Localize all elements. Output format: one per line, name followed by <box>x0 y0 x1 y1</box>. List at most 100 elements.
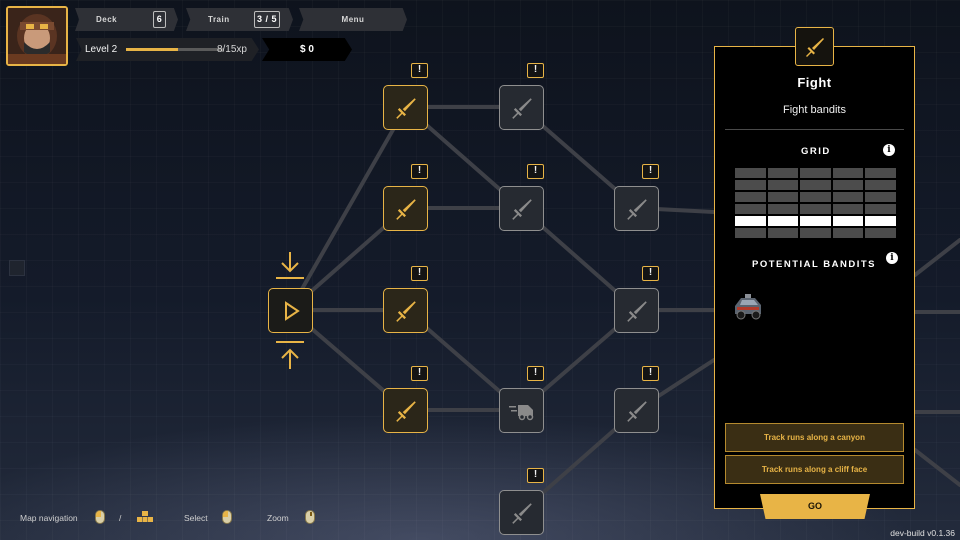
grid-cell <box>832 168 864 178</box>
event-badge: ! <box>411 366 428 381</box>
grid-cell <box>832 216 864 226</box>
level-label: Level 2 <box>85 44 118 55</box>
grid-cell <box>865 192 896 202</box>
grid-preview <box>735 168 896 240</box>
menu-label: Menu <box>341 15 365 24</box>
event-badge: ! <box>642 164 659 179</box>
grid-cell <box>767 228 799 238</box>
grid-cell <box>865 168 896 178</box>
panel-subtitle: Fight bandits <box>783 104 846 116</box>
map-node-c2r1[interactable] <box>499 85 544 130</box>
hint-separator: / <box>119 513 122 523</box>
grid-cell <box>800 216 831 226</box>
grid-row <box>735 228 896 238</box>
map-node-c3r4[interactable] <box>614 388 659 433</box>
sword-icon <box>626 300 647 322</box>
grid-row <box>735 192 896 202</box>
grid-cell <box>800 204 831 214</box>
grid-row <box>735 204 896 214</box>
grid-cell <box>800 228 831 238</box>
map-node-c1r4[interactable] <box>383 388 428 433</box>
panel-divider <box>725 129 904 130</box>
map-node-c1r2[interactable] <box>383 186 428 231</box>
event-badge: ! <box>527 63 544 78</box>
bandit-car-icon[interactable] <box>731 292 765 327</box>
mouse-left-icon <box>95 510 105 524</box>
grid-cell <box>767 216 799 226</box>
sword-icon <box>511 97 532 119</box>
play-icon <box>284 300 300 321</box>
deck-button[interactable]: Deck 6 <box>75 8 178 31</box>
hint-zoom: Zoom <box>267 513 289 523</box>
map-node-c2r5[interactable] <box>499 490 544 535</box>
grid-cell <box>735 168 766 178</box>
grid-cell <box>800 192 831 202</box>
grid-cell <box>800 168 831 178</box>
sword-icon <box>511 198 532 220</box>
panel-title: Fight <box>797 75 832 90</box>
truck-icon <box>508 404 533 420</box>
grid-cell <box>767 204 799 214</box>
grid-cell <box>832 180 864 190</box>
panel-sword-icon <box>795 27 834 66</box>
grid-row-highlighted <box>735 216 896 226</box>
bandit-portrait-icon <box>8 8 66 64</box>
grid-row <box>735 180 896 190</box>
grid-cell <box>735 216 766 226</box>
xp-fill <box>126 48 179 51</box>
left-tab[interactable] <box>9 260 25 276</box>
grid-cell <box>767 180 799 190</box>
grid-cell <box>865 228 896 238</box>
menu-button[interactable]: Menu <box>299 8 407 31</box>
hint-map-navigation: Map navigation <box>20 513 78 523</box>
hint-select: Select <box>184 513 208 523</box>
grid-cell <box>865 204 896 214</box>
track-option-cliff[interactable]: Track runs along a cliff face <box>725 455 904 484</box>
deck-label: Deck <box>96 15 118 24</box>
map-node-c3r2[interactable] <box>614 186 659 231</box>
event-badge: ! <box>642 366 659 381</box>
xp-track <box>126 48 224 51</box>
map-node-c1r3[interactable] <box>383 288 428 333</box>
grid-cell <box>735 204 766 214</box>
sword-icon <box>395 300 416 322</box>
sword-icon <box>395 97 416 119</box>
bandits-info-icon[interactable]: i <box>886 252 898 264</box>
event-badge: ! <box>527 366 544 381</box>
start-arrows <box>276 252 304 369</box>
event-badge: ! <box>411 266 428 281</box>
grid-cell <box>800 180 831 190</box>
money-display: $ 0 <box>262 38 352 61</box>
train-button[interactable]: Train 3 / 5 <box>186 8 293 31</box>
event-badge: ! <box>527 164 544 179</box>
grid-heading: GRID <box>801 146 831 157</box>
grid-cell <box>767 192 799 202</box>
map-node-c2r4[interactable] <box>499 388 544 433</box>
event-badge: ! <box>411 164 428 179</box>
map-node-start[interactable] <box>268 288 313 333</box>
player-portrait[interactable] <box>6 6 68 66</box>
sword-icon <box>626 400 647 422</box>
grid-cell <box>832 192 864 202</box>
bandits-heading: POTENTIAL BANDITS <box>752 259 877 270</box>
level-bar: Level 2 8/15xp <box>76 38 259 61</box>
grid-cell <box>832 228 864 238</box>
grid-cell <box>735 228 766 238</box>
grid-cell <box>735 192 766 202</box>
grid-info-icon[interactable]: i <box>883 144 895 156</box>
map-node-c1r1[interactable] <box>383 85 428 130</box>
go-button[interactable]: GO <box>760 494 870 519</box>
event-badge: ! <box>411 63 428 78</box>
node-detail-panel: Fight Fight bandits GRID i POTENTIAL BAN… <box>714 46 915 509</box>
map-node-c2r2[interactable] <box>499 186 544 231</box>
sword-icon <box>511 502 532 524</box>
version-label: dev-build v0.1.36 <box>890 528 955 538</box>
grid-cell <box>865 180 896 190</box>
deck-count: 6 <box>153 11 166 28</box>
track-option-canyon[interactable]: Track runs along a canyon <box>725 423 904 452</box>
grid-row <box>735 168 896 178</box>
sword-icon <box>395 400 416 422</box>
grid-cell <box>832 204 864 214</box>
grid-cell <box>767 168 799 178</box>
map-node-c3r3[interactable] <box>614 288 659 333</box>
